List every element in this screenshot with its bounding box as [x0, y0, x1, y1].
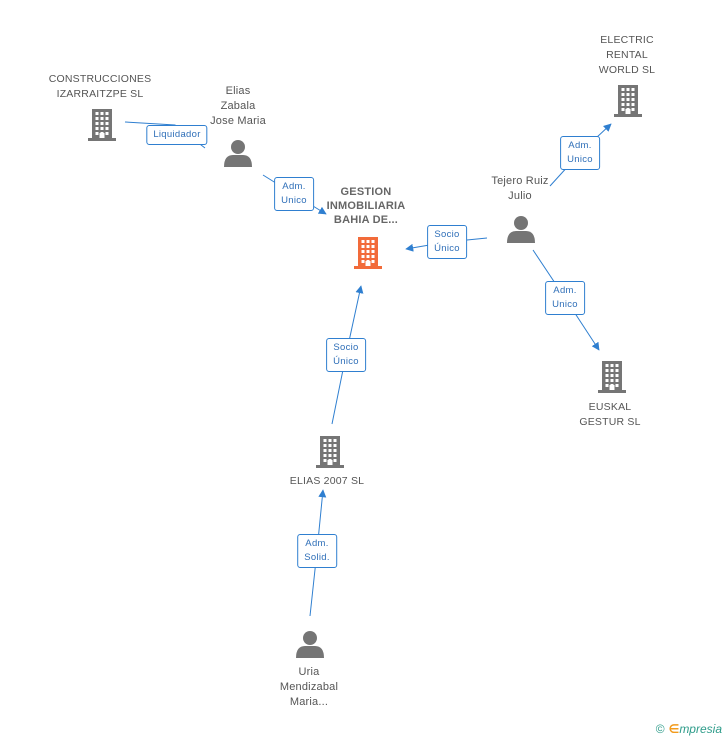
building-icon-electric[interactable]: [614, 85, 642, 117]
brand-initial: ∈: [668, 722, 680, 736]
node-label-electric[interactable]: ELECTRIC RENTAL WORLD SL: [598, 34, 656, 76]
node-label-construcciones[interactable]: CONSTRUCCIONES IZARRAITZPE SL: [48, 73, 152, 100]
edge-label-e5[interactable]: Adm. Unico: [545, 281, 585, 315]
icon-layer: [88, 85, 642, 658]
copyright-symbol: ©: [655, 722, 665, 736]
node-label-tejero[interactable]: Tejero Ruiz Julio: [491, 175, 549, 202]
building-icon-gestion[interactable]: [354, 237, 382, 269]
node-label-elias_person[interactable]: Elias Zabala Jose Maria: [210, 85, 266, 127]
node-label-elias2007[interactable]: ELIAS 2007 SL: [289, 475, 365, 487]
edge-label-e3[interactable]: Socio Único: [427, 225, 467, 259]
person-icon-elias_person[interactable]: [224, 140, 252, 167]
building-icon-construcciones[interactable]: [88, 109, 116, 141]
footer-brand: ©∈mpresia: [656, 722, 722, 736]
edge-label-e7[interactable]: Adm. Solid.: [297, 534, 337, 568]
building-icon-elias2007[interactable]: [316, 436, 344, 468]
node-label-gestion[interactable]: GESTION INMOBILIARIA BAHIA DE...: [326, 186, 406, 226]
node-label-euskal[interactable]: EUSKAL GESTUR SL: [579, 401, 641, 428]
node-label-uria[interactable]: Uria Mendizabal Maria...: [279, 666, 339, 708]
edge-label-e1[interactable]: Liquidador: [146, 125, 208, 145]
brand-name: mpresia: [679, 722, 722, 736]
edge-label-e6[interactable]: Socio Único: [326, 338, 366, 372]
edge-label-e2[interactable]: Adm. Unico: [274, 177, 314, 211]
edge-label-e4[interactable]: Adm. Unico: [560, 136, 600, 170]
building-icon-euskal[interactable]: [598, 361, 626, 393]
person-icon-tejero[interactable]: [507, 216, 535, 243]
person-icon-uria[interactable]: [296, 631, 324, 658]
